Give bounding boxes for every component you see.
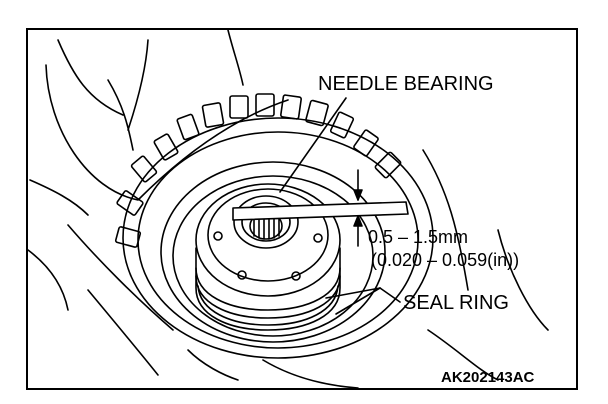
figure-frame: NEEDLE BEARING 0.5 – 1.5mm (0.020 – 0.05… [26,28,578,390]
clutch-tabs [114,93,402,248]
needle-bearing-label: NEEDLE BEARING [318,73,494,95]
housing-outline [28,30,549,388]
clearance-in-label: (0.020 – 0.059(in)) [371,250,520,270]
seal-ring-leaders [325,287,401,315]
technical-illustration [28,30,549,388]
seal-ring-1b [195,275,341,319]
seal-ring-label: SEAL RING [403,292,509,314]
clearance-dimension [353,169,363,247]
figure-code-label: AK202143AC [441,369,535,386]
clearance-mm-label: 0.5 – 1.5mm [368,227,469,247]
needle-bearing-leader [279,97,347,193]
input-shaft-hub [195,183,341,331]
needle-bearing [233,195,299,249]
seal-ring-2 [197,285,339,326]
seal-ring-1 [195,267,341,311]
clutch-hub-ring [114,93,434,359]
measurement-straightedge [232,201,409,221]
